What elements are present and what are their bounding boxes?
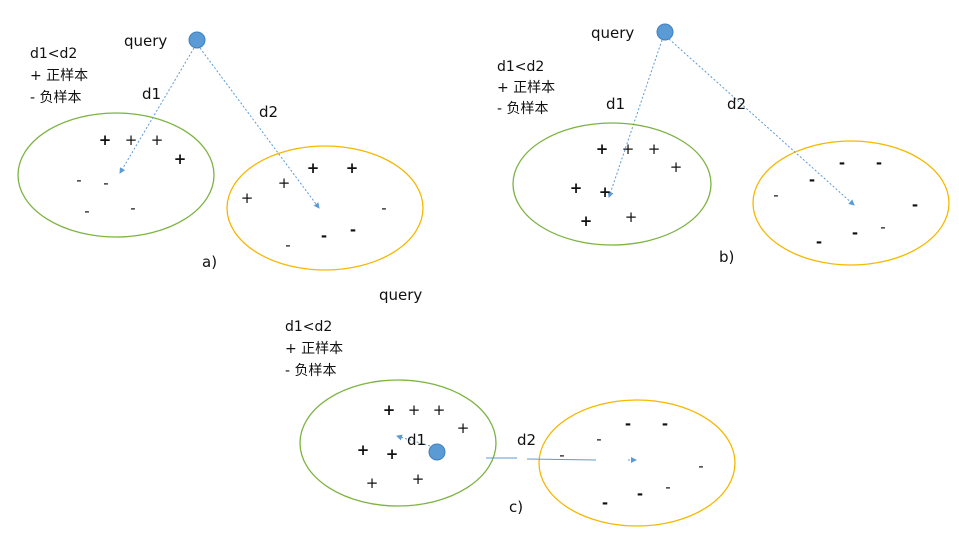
positive-sample: + — [383, 401, 396, 419]
positive-sample: + — [125, 131, 138, 149]
d1-label: d1 — [142, 85, 161, 103]
negative-sample: - — [602, 494, 608, 512]
positive-sample: + — [151, 131, 164, 149]
negative-sample: - — [876, 154, 882, 172]
legend-line-2: + 正样本 — [497, 80, 555, 96]
panel-c: query d1<d2 + 正样本 - 负样本 d1 d2 + + + + + … — [285, 286, 736, 527]
negative-sample: - — [839, 154, 845, 172]
negative-sample: - — [662, 415, 668, 433]
negative-cluster — [538, 399, 736, 527]
legend-line-1: d1<d2 — [285, 319, 332, 335]
negative-sample: - — [350, 221, 356, 239]
legend-line-2: + 正样本 — [285, 341, 343, 357]
d2-label: d2 — [517, 431, 536, 449]
positive-sample: + — [412, 470, 425, 488]
negative-sample: - — [76, 171, 81, 189]
d2-arrow — [668, 38, 855, 206]
query-node — [188, 31, 206, 49]
legend-line-3: - 负样本 — [497, 101, 549, 117]
positive-sample: + — [599, 183, 612, 201]
negative-sample: - — [596, 430, 601, 448]
positive-sample: + — [408, 401, 421, 419]
positive-sample: + — [433, 401, 446, 419]
negative-sample: - — [912, 196, 918, 214]
panel-b: d1<d2 + 正样本 - 负样本 query d1 d2 + + + + + … — [497, 23, 950, 266]
negative-sample: - — [665, 478, 670, 496]
d2-arrow — [199, 47, 320, 209]
positive-sample: + — [278, 174, 291, 192]
negative-sample: - — [285, 236, 290, 254]
legend-line-1: d1<d2 — [30, 46, 77, 62]
negative-sample: - — [773, 186, 778, 204]
positive-sample: + — [570, 179, 583, 197]
negative-sample: - — [852, 224, 858, 242]
d1-arrow — [119, 47, 195, 174]
positive-sample: + — [596, 140, 609, 158]
negative-sample: - — [880, 218, 885, 236]
positive-sample: + — [366, 474, 379, 492]
d2-label: d2 — [727, 95, 746, 113]
query-label: query — [591, 24, 634, 42]
positive-cluster — [17, 112, 215, 238]
legend-line-3: - 负样本 — [285, 363, 337, 379]
positive-sample: + — [241, 189, 254, 207]
positive-sample: + — [386, 445, 399, 463]
query-node — [428, 443, 446, 461]
d1-arrow — [396, 434, 431, 447]
d2-label: d2 — [259, 103, 278, 121]
query-label: query — [124, 32, 167, 50]
negative-cluster — [226, 145, 424, 271]
negative-sample: - — [637, 485, 643, 503]
panel-a: d1<d2 + 正样本 - 负样本 query d1 d2 + + + + + … — [17, 31, 424, 271]
negative-sample: - — [321, 227, 327, 245]
negative-sample: - — [809, 171, 815, 189]
positive-sample: + — [580, 212, 593, 230]
caption-c: c) — [509, 498, 523, 516]
negative-sample: - — [84, 202, 89, 220]
negative-sample: - — [559, 446, 564, 464]
negative-sample: - — [381, 199, 386, 217]
negative-sample: - — [130, 199, 135, 217]
positive-sample: + — [625, 208, 638, 226]
positive-sample: + — [174, 150, 187, 168]
positive-sample: + — [622, 140, 635, 158]
positive-sample: + — [99, 131, 112, 149]
positive-sample: + — [648, 140, 661, 158]
d1-label: d1 — [407, 431, 426, 449]
query-node — [656, 23, 674, 41]
negative-sample: - — [816, 233, 822, 251]
d1-label: d1 — [606, 95, 625, 113]
negative-cluster — [752, 140, 950, 266]
negative-sample: - — [625, 415, 631, 433]
d2-arrow-segment — [526, 458, 597, 461]
positive-sample: + — [457, 419, 470, 437]
query-label: query — [379, 286, 422, 304]
legend-line-2: + 正样本 — [30, 68, 88, 84]
negative-sample: - — [698, 457, 703, 475]
negative-sample: - — [103, 174, 108, 192]
legend-line-3: - 负样本 — [30, 90, 82, 106]
positive-sample: + — [346, 159, 359, 177]
positive-cluster — [512, 122, 712, 246]
positive-sample: + — [670, 158, 683, 176]
positive-sample: + — [357, 441, 370, 459]
caption-b: b) — [719, 248, 734, 266]
positive-cluster — [299, 379, 497, 507]
positive-sample: + — [307, 159, 320, 177]
caption-a: a) — [202, 253, 217, 271]
d1-arrow — [607, 39, 663, 198]
legend-line-1: d1<d2 — [497, 59, 544, 75]
